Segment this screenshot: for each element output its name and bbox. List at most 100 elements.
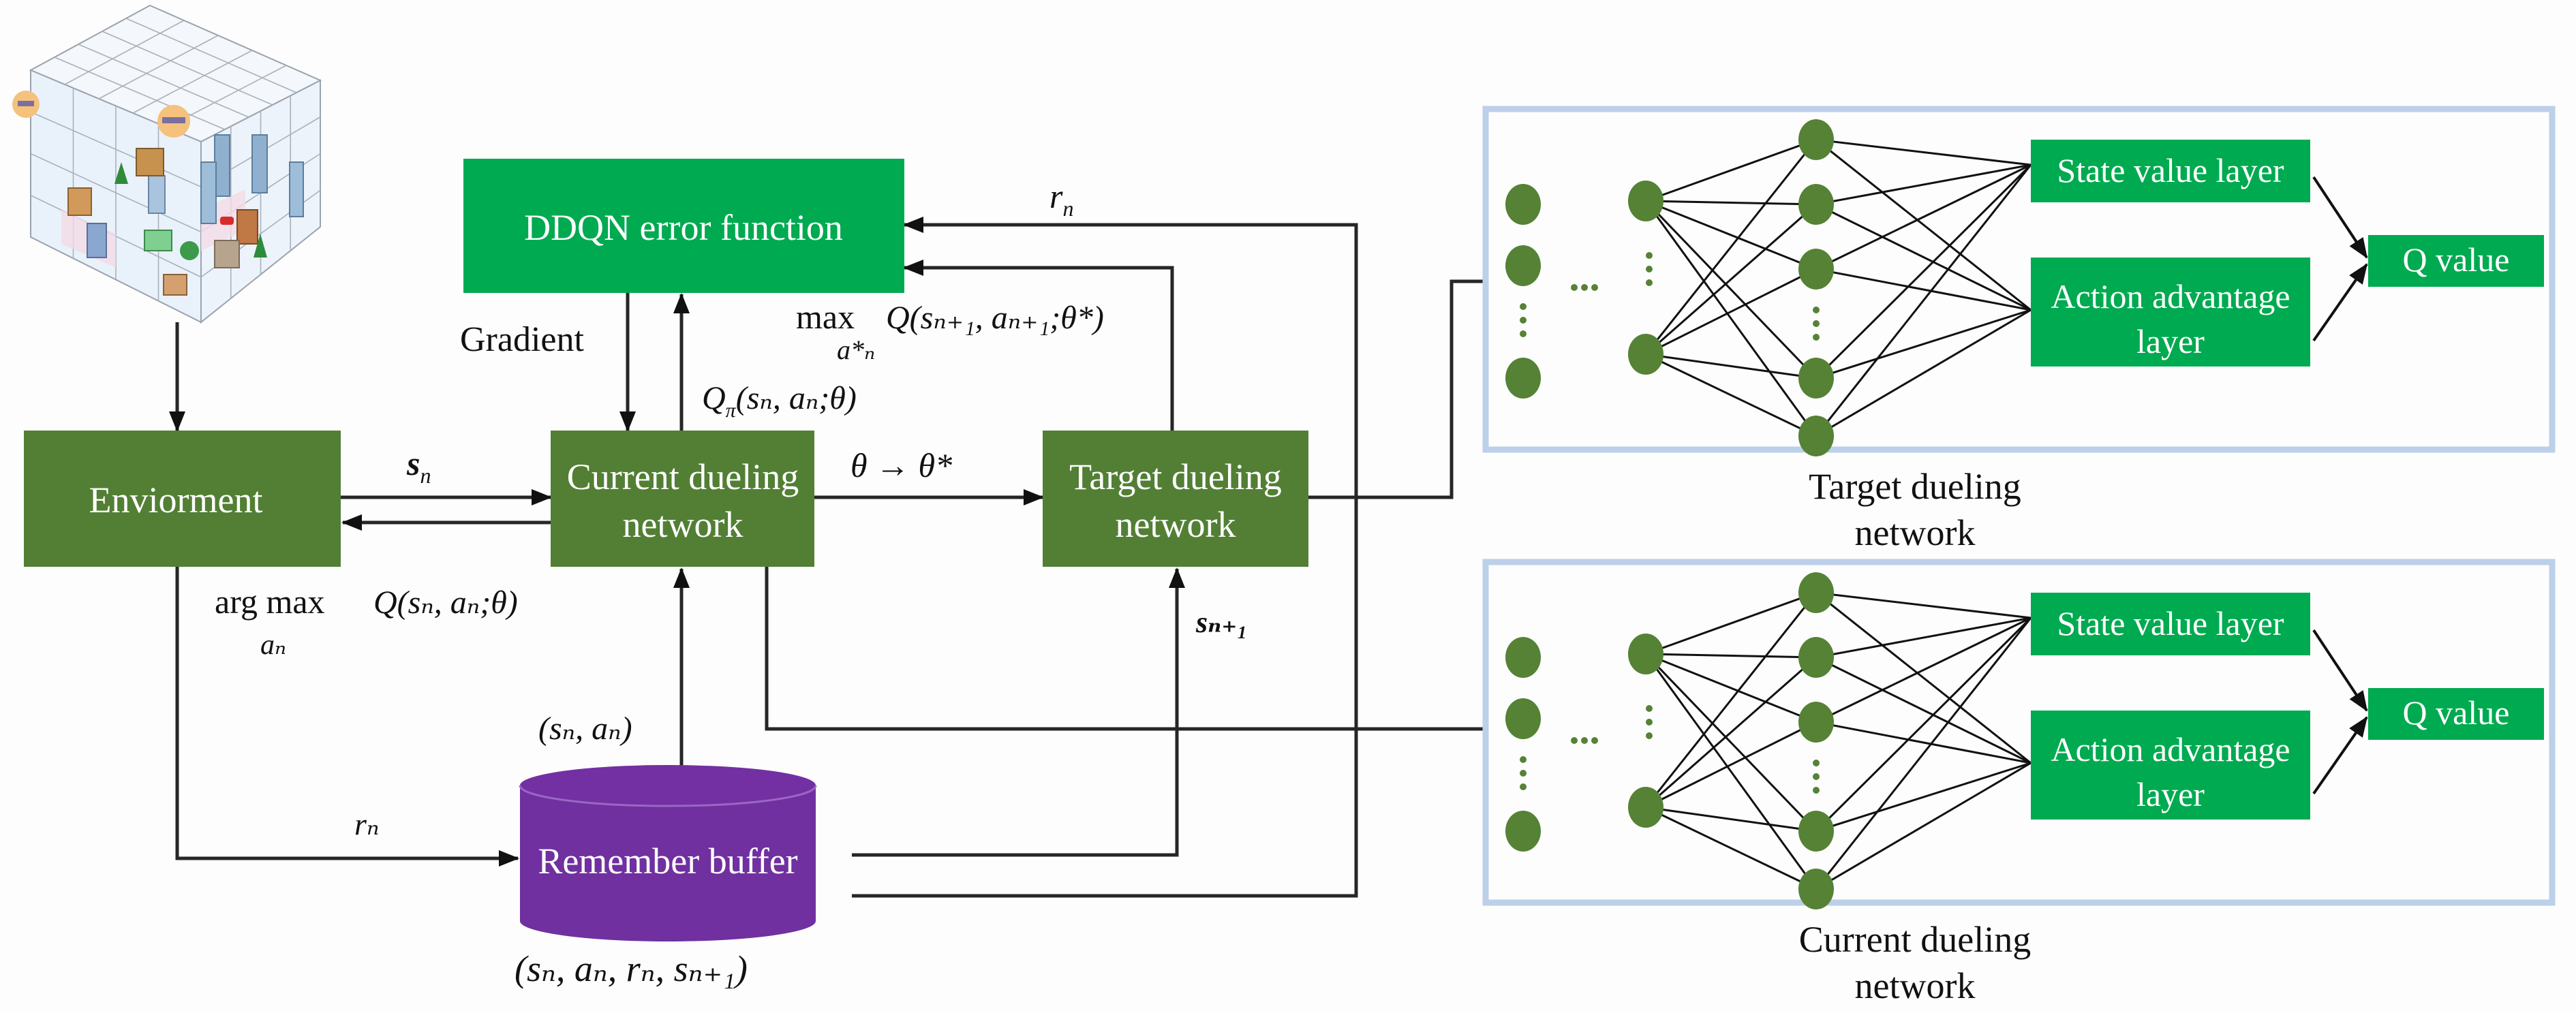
neuron-connection	[1815, 163, 2031, 206]
neuron-connection	[1645, 656, 1817, 809]
neuron-connection	[1645, 591, 1817, 655]
cube-grid-line	[54, 57, 226, 130]
ellipsis-dot	[1646, 732, 1653, 739]
ddqn-error-function-label: DDQN error function	[524, 207, 843, 248]
neuron-connection	[1645, 653, 1817, 723]
cube-grid-line	[98, 35, 219, 99]
theta-update-label: θ → θ*	[850, 446, 952, 484]
ellipsis-dot	[1520, 330, 1527, 337]
city-grid-cube-icon	[12, 4, 322, 324]
state-action-pair-label: (sₙ, aₙ)	[538, 711, 632, 747]
ellipsis-dot	[1520, 770, 1527, 777]
arrow-state-to-q	[2312, 629, 2368, 712]
edge-env-to-buffer	[175, 567, 519, 867]
neuron-connection	[1645, 268, 1817, 356]
neuron-node	[1505, 637, 1541, 678]
next-state-label: sₙ₊₁	[1195, 606, 1248, 639]
ellipsis-dot	[1520, 783, 1527, 790]
ellipsis-dot	[1646, 279, 1653, 286]
neuron-node	[1628, 634, 1663, 674]
neuron-connection	[1644, 592, 1818, 808]
neuron-connection	[1815, 617, 2032, 890]
neuron-node	[1798, 249, 1834, 290]
state-value-layer-box	[2031, 593, 2310, 655]
panel-caption-line1: Current dueling	[1799, 919, 2031, 960]
neuron-connection	[1644, 200, 1818, 437]
action-advantage-layer-box	[2031, 711, 2310, 820]
panel-caption-line1: Target dueling	[1809, 466, 2021, 507]
q-value-box	[2368, 235, 2544, 287]
ellipsis-dot	[1813, 320, 1820, 327]
ellipsis-dot	[1571, 737, 1578, 744]
neuron-connection	[1644, 653, 1818, 890]
max-q-target-label: max a*ₙ Q(sₙ₊₁, aₙ₊₁;θ*)	[796, 298, 1104, 365]
target-network-label-line1: Target dueling	[1069, 456, 1282, 497]
neuron-connection	[1645, 203, 1817, 356]
neuron-connection	[1815, 203, 2031, 311]
neuron-node	[1628, 787, 1663, 828]
action-advantage-label-line2: layer	[2136, 775, 2205, 813]
ellipsis-dot	[1520, 303, 1527, 310]
cube-grid-line	[78, 44, 249, 118]
action-advantage-layer-box	[2031, 258, 2310, 367]
ellipsis-dot	[1591, 737, 1598, 744]
cube-grid-line	[64, 20, 185, 85]
neuron-node	[1798, 811, 1834, 852]
edge-buffer-to-target	[852, 567, 1185, 857]
neuron-connection	[1644, 200, 1818, 379]
neuron-node	[1628, 181, 1663, 221]
neuron-connection	[1815, 164, 2032, 437]
ellipsis-dot	[1813, 334, 1820, 341]
neuron-connection	[1645, 353, 1817, 379]
neuron-node	[1505, 245, 1541, 286]
argmax-operator: arg max	[215, 582, 325, 621]
ellipsis-dot	[1646, 705, 1653, 712]
argmax-action-label: arg max Q(sₙ, aₙ;θ) aₙ	[215, 582, 518, 661]
target-dueling-network-box: Target dueling network	[1043, 431, 1308, 567]
cube-grid-line	[125, 18, 297, 93]
state-value-layer-label: State value layer	[2057, 604, 2284, 642]
neuron-node	[1505, 811, 1541, 852]
ellipsis-dot	[1646, 719, 1653, 726]
transition-tuple-label: (sₙ, aₙ, rₙ, sₙ₊₁)	[515, 948, 748, 989]
neuron-connection	[1815, 309, 2031, 437]
neuron-connection	[1815, 163, 2031, 270]
cube-grid-line	[102, 31, 273, 106]
reward-label-top: rn	[1049, 177, 1073, 221]
neuron-node	[1798, 416, 1834, 456]
neuron-node	[1798, 869, 1834, 909]
neuron-node	[1798, 637, 1834, 678]
edge-target-to-panel	[1308, 279, 1486, 499]
ellipsis-dot	[1813, 787, 1820, 794]
ellipsis-dot	[1813, 307, 1820, 313]
environment-box: Enviorment	[24, 431, 341, 567]
current-dueling-network-box: Current dueling network	[551, 431, 814, 567]
q-value-label: Q value	[2403, 693, 2510, 732]
neuron-node	[1798, 572, 1834, 613]
target-network-label-line2: network	[1116, 504, 1236, 545]
ellipsis-dot	[1581, 284, 1588, 291]
q-value-label: Q value	[2403, 240, 2510, 279]
environment-label: Enviorment	[89, 480, 263, 520]
neuron-connection	[1815, 656, 2031, 764]
neuron-connection	[1645, 806, 1817, 890]
neuron-node	[1798, 702, 1834, 743]
q-pi-label: Qπ(sₙ, aₙ;θ)	[702, 380, 857, 422]
neuron-connection	[1815, 617, 2031, 723]
ellipsis-dot	[1571, 284, 1578, 291]
neuron-node	[1798, 119, 1834, 160]
remember-buffer-cylinder: Remember buffer	[519, 765, 817, 941]
arrow-advantage-to-q	[2312, 716, 2368, 795]
ellipsis-dot	[1520, 317, 1527, 324]
arrow-advantage-to-q	[2312, 263, 2368, 342]
neuron-connection	[1644, 139, 1818, 355]
neuron-connection	[1645, 806, 1817, 832]
neuron-connection	[1644, 653, 1818, 832]
neuron-connection	[1645, 653, 1817, 659]
neuron-connection	[1815, 762, 2031, 890]
edge-reward-to-ddqn	[852, 217, 1358, 898]
max-q-expression: Q(sₙ₊₁, aₙ₊₁;θ*)	[886, 300, 1104, 336]
ddqn-error-function-box: DDQN error function	[463, 159, 904, 293]
